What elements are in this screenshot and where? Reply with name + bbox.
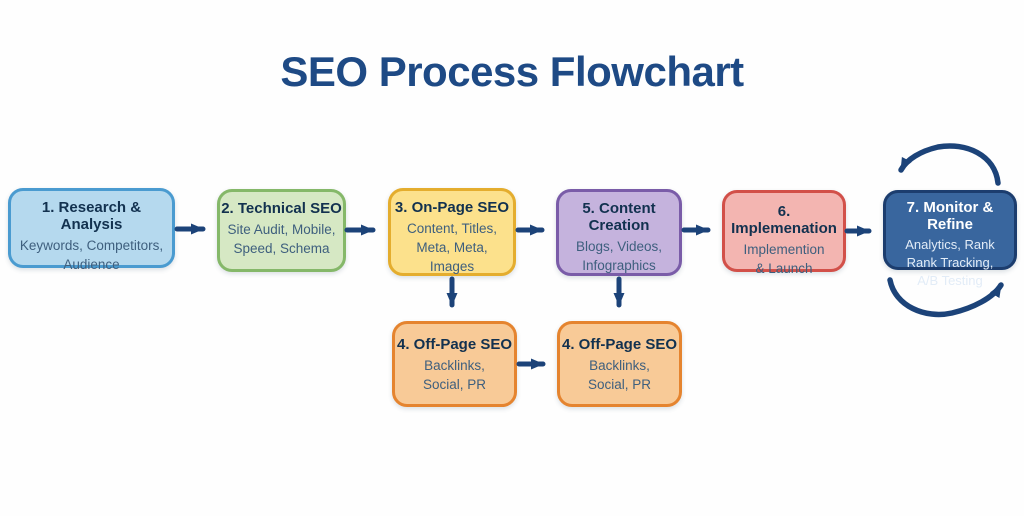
node-off-page-seo-right: 4. Off-Page SEO Backlinks, Social, PR	[557, 321, 682, 407]
node-on-page-seo-body: Content, Titles, Meta, Meta, Images	[406, 221, 498, 274]
node-technical-seo-body: Site Audit, Mobile, Speed, Schema	[227, 222, 336, 256]
arrow-monitor-loop-top	[898, 143, 1001, 186]
node-monitor-refine-body: Analytics, Rank Rank Tracking, A/B Testi…	[905, 237, 995, 288]
node-content-creation-body: Blogs, Videos, Infographics	[575, 239, 663, 273]
node-content-creation-title: 5. Content Creation	[582, 200, 656, 234]
node-implementation-title: 6. Implemenation	[731, 203, 837, 237]
node-off-page-seo-left-body: Backlinks, Social, PR	[422, 358, 487, 392]
node-off-page-seo-right-body: Backlinks, Social, PR	[587, 358, 652, 392]
node-implementation-body: Implemention & Launch	[743, 242, 825, 276]
node-implementation: 6. Implemenation Implemention & Launch	[722, 190, 846, 276]
node-on-page-seo-title: 3. On-Page SEO	[394, 199, 510, 216]
node-off-page-seo-right-title: 4. Off-Page SEO	[561, 336, 678, 353]
node-technical-seo: 2. Technical SEO Site Audit, Mobile, Spe…	[217, 189, 346, 272]
node-off-page-seo-left-title: 4. Off-Page SEO	[396, 336, 513, 353]
node-research-analysis-body: Keywords, Competitors, Audience	[19, 238, 164, 272]
node-monitor-refine: 7. Monitor & Refine Analytics, Rank Rank…	[883, 190, 1017, 288]
node-off-page-seo-left: 4. Off-Page SEO Backlinks, Social, PR	[392, 321, 517, 407]
node-content-creation: 5. Content Creation Blogs, Videos, Infog…	[556, 189, 682, 276]
node-research-analysis-title: 1. Research & Analysis	[41, 199, 142, 233]
node-technical-seo-title: 2. Technical SEO	[221, 200, 342, 217]
node-on-page-seo: 3. On-Page SEO Content, Titles, Meta, Me…	[388, 188, 516, 276]
node-monitor-refine-title: 7. Monitor & Refine	[906, 199, 994, 233]
node-research-analysis: 1. Research & Analysis Keywords, Competi…	[8, 188, 175, 272]
page-title: SEO Process Flowchart	[280, 48, 744, 95]
